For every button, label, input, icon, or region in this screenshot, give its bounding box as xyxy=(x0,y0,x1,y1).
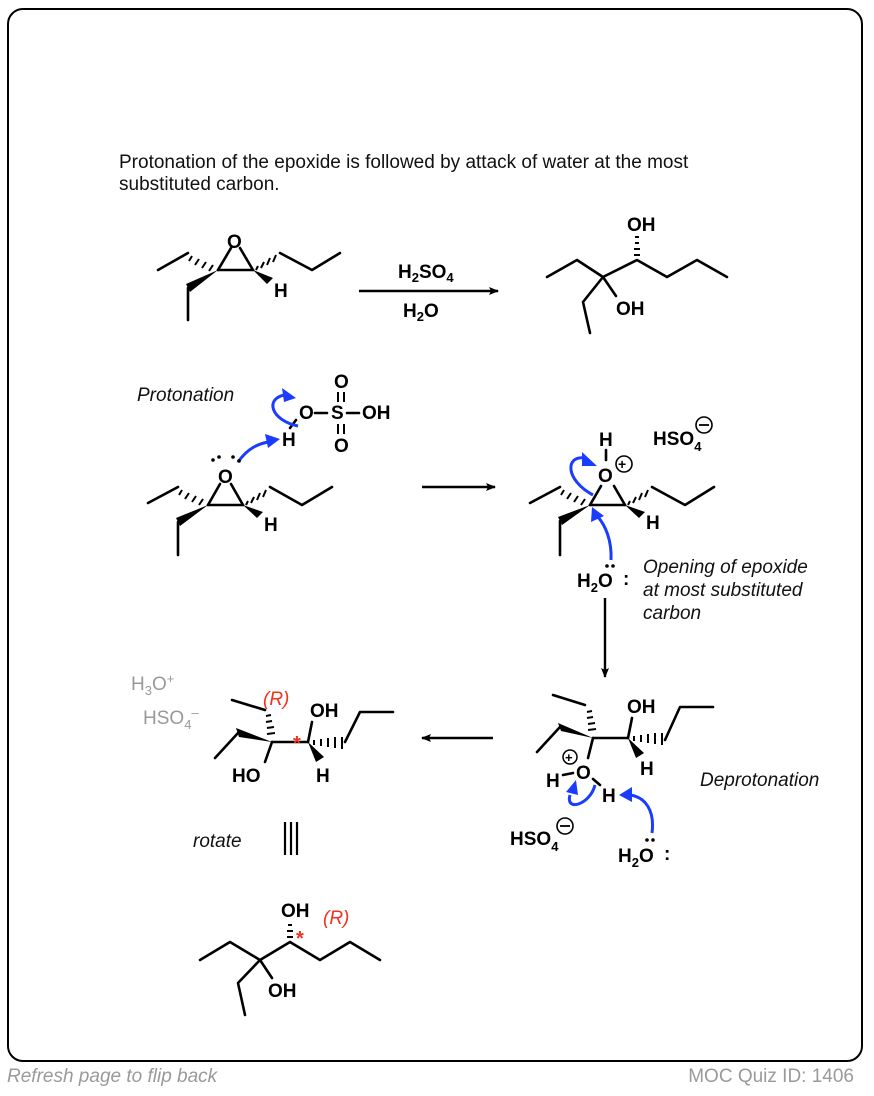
oh-top-label: OH xyxy=(627,215,656,236)
protonated-diol: O + H H OH H xyxy=(535,693,715,807)
intro-text: Protonation of the epoxide is followed b… xyxy=(119,152,689,195)
wedge-bond xyxy=(253,270,273,284)
o-label: O xyxy=(299,403,314,424)
final-product-diol: OH OH (R) * xyxy=(198,901,382,1017)
h-label: H xyxy=(282,430,296,451)
curly-arrow-water-deprotonation xyxy=(619,787,655,834)
h-label: H xyxy=(640,759,654,780)
ho-label: HO xyxy=(232,766,261,787)
o-top-label: O xyxy=(334,372,349,393)
protonation-label: Protonation xyxy=(137,385,234,406)
oh-bottom-label: OH xyxy=(616,299,645,320)
oxygen-label: O xyxy=(598,466,613,487)
diol-product-sawhorse: HO OH H (R) * xyxy=(213,689,395,787)
overall-reaction-arrow: H2SO4 H2O xyxy=(359,262,499,324)
plus-charge-icon xyxy=(562,749,578,765)
oh-label: OH xyxy=(362,403,391,424)
oh-label: OH xyxy=(310,701,339,722)
water-base: H2O : xyxy=(618,838,670,870)
stereocenter-marker: * xyxy=(293,733,301,755)
flip-back-hint: Refresh page to flip back xyxy=(7,1066,218,1087)
minus-charge-icon xyxy=(695,416,713,434)
starting-epoxide: O H xyxy=(156,232,342,322)
oxygen-label: O xyxy=(218,467,233,488)
hash-bond xyxy=(634,236,640,256)
sulfuric-acid: O S OH O O H xyxy=(282,372,391,457)
curly-arrow-lone-pair xyxy=(236,434,280,463)
equivalence-symbol xyxy=(283,822,299,855)
oh-bottom-label: OH xyxy=(268,981,297,1002)
ring-opening-label: Opening of epoxide at most substituted c… xyxy=(643,557,813,624)
bisulfate-counterion: HSO4 xyxy=(510,829,559,854)
svg-text::: : xyxy=(623,569,629,590)
stereo-descriptor: (R) xyxy=(323,908,349,929)
curly-arrow-water-attack xyxy=(591,507,613,561)
stereocenter-marker: * xyxy=(296,928,304,950)
reagent-h2so4: H2SO4 xyxy=(398,262,454,285)
product-diol: OH OH xyxy=(545,215,729,335)
deprotonation-label: Deprotonation xyxy=(700,770,819,791)
oxygen-label: O xyxy=(576,763,591,784)
quiz-id: MOC Quiz ID: 1406 xyxy=(688,1066,854,1087)
hash-bond xyxy=(255,254,277,271)
svg-text:H2O: H2O xyxy=(577,571,613,595)
oh-top-label: OH xyxy=(281,901,310,922)
bond xyxy=(156,251,190,272)
curly-arrow-ring-opening xyxy=(569,452,597,497)
wedge-bond xyxy=(186,270,218,292)
h-label: H xyxy=(264,515,278,536)
svg-text:H2O: H2O xyxy=(618,846,654,870)
h-right-label: H xyxy=(602,786,616,807)
hash-bond xyxy=(188,255,214,272)
minus-charge-icon xyxy=(556,817,574,835)
bisulfate-counterion: HSO4 xyxy=(653,429,702,454)
h-label: H xyxy=(316,766,330,787)
flashcard-back[interactable] xyxy=(7,8,863,1062)
h-label: H xyxy=(599,430,613,451)
rotate-label: rotate xyxy=(193,831,242,852)
epoxide-reactant: O H xyxy=(146,455,334,557)
oxygen-label: O xyxy=(227,232,242,253)
h-left-label: H xyxy=(546,771,560,792)
curly-arrow-oh-bond xyxy=(271,388,299,428)
stereo-descriptor: (R) xyxy=(263,689,289,710)
oh-label: OH xyxy=(627,697,656,718)
bisulfate-label: HSO4– xyxy=(143,705,199,732)
reagent-h2o: H2O xyxy=(403,301,439,324)
plus-charge-icon xyxy=(615,455,633,473)
o-bottom-label: O xyxy=(334,436,349,457)
svg-text:+: + xyxy=(618,456,626,472)
protonated-epoxide: H O + H xyxy=(528,430,716,557)
curly-arrow-oh-to-o xyxy=(566,780,597,806)
water-nucleophile: H2O : xyxy=(577,564,629,595)
svg-text:+: + xyxy=(565,750,573,765)
h-label: H xyxy=(646,513,660,534)
s-label: S xyxy=(331,403,344,424)
svg-text::: : xyxy=(664,844,670,865)
byproducts: H3O+ HSO4– xyxy=(131,671,199,732)
hydronium-label: H3O+ xyxy=(131,671,174,698)
h-label: H xyxy=(274,281,288,302)
